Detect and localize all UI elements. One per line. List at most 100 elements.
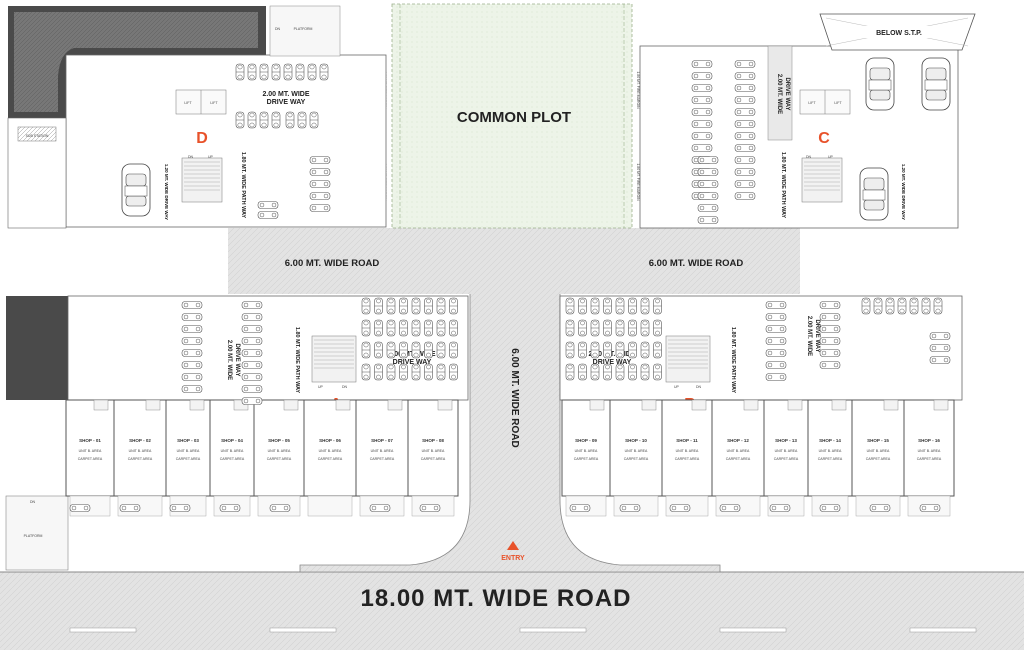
- dn-label-c: DN: [806, 155, 812, 159]
- up-label-c: UP: [828, 155, 834, 159]
- shop-area-label: UNIT B. AREA: [727, 449, 750, 453]
- lift-label-c1: LIFT: [808, 101, 816, 105]
- bike-slot: [691, 120, 713, 128]
- shop-area-label: UNIT B. AREA: [268, 449, 291, 453]
- drive-way-d-line1: 2.00 MT. WIDE: [262, 91, 309, 98]
- bike-slot: [241, 361, 263, 369]
- bike-slot: [309, 111, 319, 129]
- bike-slot: [578, 297, 587, 315]
- bike-slot: [361, 363, 371, 381]
- bike-slot: [241, 313, 263, 321]
- common-plot-label: COMMON PLOT: [457, 109, 571, 126]
- bike-slot: [565, 363, 575, 381]
- bike-slot: [628, 297, 637, 315]
- shop-area-label: UNIT B. AREA: [422, 449, 445, 453]
- bike-slot: [309, 168, 331, 176]
- shop-area-label: UNIT B. AREA: [867, 449, 890, 453]
- bike-slot: [734, 72, 756, 80]
- bike-slot: [241, 337, 263, 345]
- bike-slot: [603, 363, 612, 381]
- bike-slot: [257, 211, 279, 219]
- carpet-area-label: CARPET AREA: [624, 457, 649, 461]
- bike-slot: [419, 504, 441, 512]
- bike-slot: [885, 297, 895, 315]
- bike-slot: [691, 108, 713, 116]
- bike-slot: [578, 319, 587, 337]
- shop-name: SHOP - 15: [867, 438, 889, 443]
- bike-slot: [734, 120, 756, 128]
- bike-slot: [909, 297, 919, 315]
- bike-slot: [929, 356, 951, 364]
- shop-name: SHOP - 04: [221, 438, 243, 443]
- bike-slot: [929, 332, 951, 340]
- common-plot: [391, 3, 633, 229]
- carpet-area-label: CARPET AREA: [267, 457, 292, 461]
- bike-slot: [819, 313, 841, 321]
- bike-slot: [765, 373, 787, 381]
- bike-slot: [640, 319, 650, 337]
- bike-slot: [819, 361, 841, 369]
- shop-name: SHOP - 16: [918, 438, 940, 443]
- bike-slot: [719, 504, 741, 512]
- bike-slot: [765, 313, 787, 321]
- carpet-area-label: CARPET AREA: [318, 457, 343, 461]
- bike-slot: [181, 313, 203, 321]
- bike-slot: [734, 108, 756, 116]
- bike-slot: [919, 504, 941, 512]
- bike-slot: [449, 297, 458, 315]
- bike-slot: [697, 180, 719, 188]
- carpet-area-label: CARPET AREA: [176, 457, 201, 461]
- bike-slot: [309, 204, 331, 212]
- drive-way-small-c: 1.20 MT. WIDE DRIVE WAY: [901, 164, 906, 220]
- bike-slot: [653, 319, 662, 337]
- bike-slot: [769, 504, 791, 512]
- bike-slot: [436, 319, 446, 337]
- bike-slot: [921, 297, 931, 315]
- shop-area-label: UNIT B. AREA: [625, 449, 648, 453]
- carpet-area-label: CARPET AREA: [370, 457, 395, 461]
- bike-slot: [424, 319, 433, 337]
- bike-slot: [241, 385, 263, 393]
- bike-slot: [765, 349, 787, 357]
- shop-name: SHOP - 02: [129, 438, 151, 443]
- bike-slot: [309, 180, 331, 188]
- bike-slot: [819, 349, 841, 357]
- bike-slot: [307, 63, 317, 81]
- bike-slot: [615, 341, 625, 359]
- bike-slot: [819, 337, 841, 345]
- bike-slot: [897, 297, 907, 315]
- fire-margin-label-4: 1.80 MT. FIRE MARGIN: [636, 163, 640, 201]
- drive-way-d-line2: DRIVE WAY: [267, 99, 306, 106]
- bike-slot: [241, 301, 263, 309]
- bike-slot: [691, 84, 713, 92]
- bike-slot: [309, 192, 331, 200]
- shop-area-label: UNIT B. AREA: [177, 449, 200, 453]
- left-road-label: 6.00 MT. WIDE ROAD: [285, 258, 380, 269]
- dn-label-d: DN: [188, 155, 194, 159]
- central-road: [299, 291, 721, 573]
- bike-slot: [765, 361, 787, 369]
- bike-slot: [436, 363, 446, 381]
- bike-slot: [361, 297, 371, 315]
- car-c2: [921, 57, 951, 111]
- car-c3: [859, 167, 889, 221]
- bike-slot: [734, 168, 756, 176]
- dn-label-b: DN: [696, 385, 702, 389]
- drive-way-b2-line1: 2.00 MT. WIDE: [806, 316, 812, 356]
- bike-slot: [565, 341, 575, 359]
- bike-slot: [241, 325, 263, 333]
- bike-slot: [241, 397, 263, 405]
- block-c-label: C: [818, 130, 830, 147]
- up-label-a: UP: [318, 385, 324, 389]
- bike-slot: [861, 297, 871, 315]
- bike-slot: [259, 111, 269, 129]
- bike-slot: [411, 297, 421, 315]
- bike-slot: [241, 349, 263, 357]
- shop-area-label: UNIT B. AREA: [775, 449, 798, 453]
